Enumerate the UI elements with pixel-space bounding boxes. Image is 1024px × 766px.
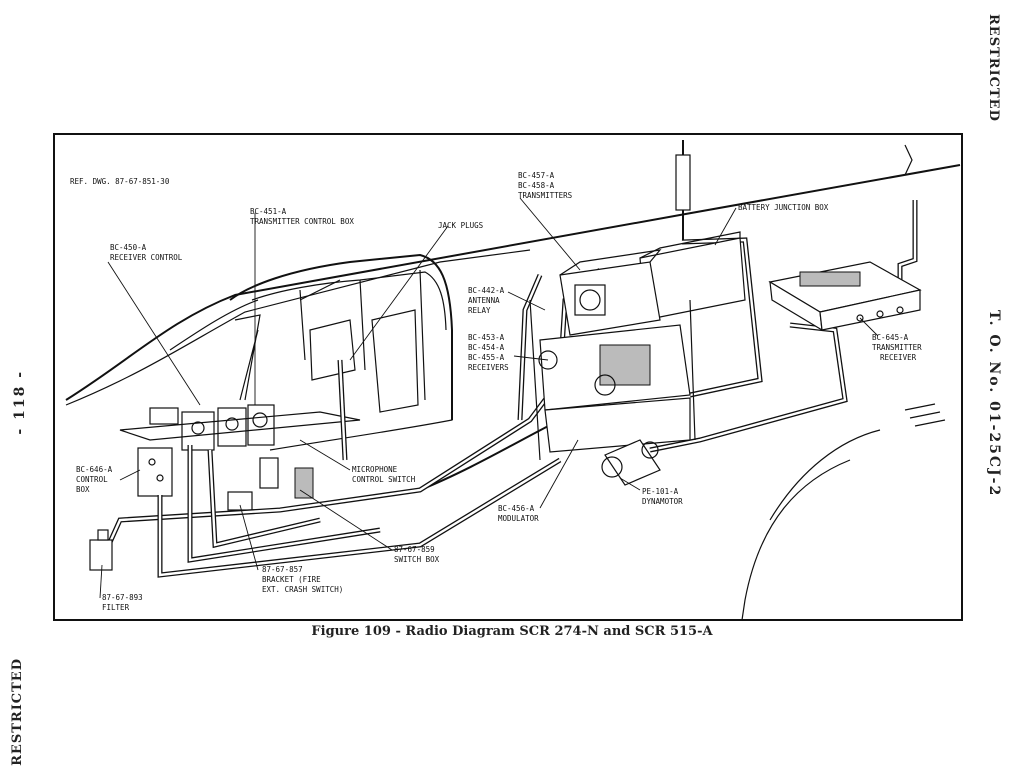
- receivers-label-4: RECEIVERS: [468, 363, 509, 372]
- jack-plugs-label: JACK PLUGS: [438, 221, 484, 230]
- control-box-label-2: CONTROL: [76, 475, 108, 484]
- control-box-label-1: BC-646-A: [76, 465, 113, 474]
- antenna-relay-label-2: ANTENNA: [468, 296, 500, 305]
- battery-junction-label: BATTERY JUNCTION BOX: [738, 203, 829, 212]
- tx-control-label-1: BC-451-A: [250, 207, 287, 216]
- restricted-marking-top: RESTRICTED: [986, 14, 1001, 122]
- control-box-label-3: BOX: [76, 485, 90, 494]
- antenna-relay-label-3: RELAY: [468, 306, 491, 315]
- figure-caption: Figure 109 - Radio Diagram SCR 274-N and…: [311, 624, 713, 639]
- dynamotor-label-2: DYNAMOTOR: [642, 497, 683, 506]
- transmitters-label-3: TRANSMITTERS: [518, 191, 573, 200]
- dynamotor: [601, 439, 661, 486]
- leader-lines: [99, 197, 879, 599]
- fuselage-outline: [65, 144, 961, 621]
- mic-switch-label-2: CONTROL SWITCH: [352, 475, 416, 484]
- diagram-labels: REF. DWG. 87-67-851-30 BC-457-A BC-458-A…: [70, 171, 922, 612]
- switch-box-label-2: SWITCH BOX: [394, 555, 440, 564]
- receivers-label-3: BC-455-A: [468, 353, 505, 362]
- tx-control-label-2: TRANSMITTER CONTROL BOX: [250, 217, 354, 226]
- antenna-relay-label-1: BC-442-A: [468, 286, 505, 295]
- tx-receiver-label-3: RECEIVER: [880, 353, 917, 362]
- bracket-label-1: 87-67-857: [262, 565, 303, 574]
- tx-receiver-label-2: TRANSMITTER: [872, 343, 922, 352]
- ref-drawing-label: REF. DWG. 87-67-851-30: [70, 177, 170, 186]
- transmitters-label-2: BC-458-A: [518, 181, 555, 190]
- dynamotor-label-1: PE-101-A: [642, 487, 679, 496]
- bracket-label-3: EXT. CRASH SWITCH): [262, 585, 343, 594]
- mic-switch-label-1: MICROPHONE: [352, 465, 398, 474]
- filter-label-1: 87-67-893: [102, 593, 143, 602]
- antenna-mast: [675, 140, 691, 240]
- cockpit-controls: [119, 404, 361, 511]
- filter: [89, 529, 113, 571]
- modulator-label-1: BC-456-A: [498, 504, 535, 513]
- bracket-label-2: BRACKET (FIRE: [262, 575, 321, 584]
- tx-receiver-label-1: BC-645-A: [872, 333, 909, 342]
- modulator-label-2: MODULATOR: [498, 514, 539, 523]
- filter-label-2: FILTER: [102, 603, 130, 612]
- receivers-label-1: BC-453-A: [468, 333, 505, 342]
- diagram-frame: [53, 133, 963, 621]
- document-number: T. O. No. 01-25CJ-2: [986, 310, 1002, 498]
- rx-control-label-1: BC-450-A: [110, 243, 147, 252]
- cables: [99, 200, 918, 578]
- rx-control-label-2: RECEIVER CONTROL: [110, 253, 183, 262]
- canopy: [229, 253, 453, 451]
- receivers-label-2: BC-454-A: [468, 343, 505, 352]
- radio-rack: [529, 249, 696, 461]
- transmitter-receiver-unit: [768, 261, 922, 332]
- switch-box-label-1: 87-67-859: [394, 545, 435, 554]
- transmitters-label-1: BC-457-A: [518, 171, 555, 180]
